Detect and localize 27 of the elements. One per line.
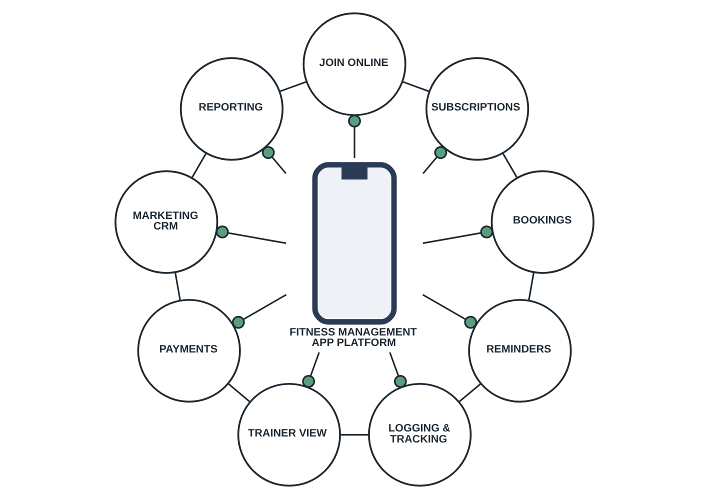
- connector: [279, 80, 306, 92]
- connector: [502, 152, 518, 178]
- connector: [174, 272, 180, 300]
- node-circle: BOOKINGS: [490, 170, 594, 274]
- connector: [227, 382, 250, 402]
- node-circle: TRAINER VIEW: [236, 382, 340, 486]
- connector: [528, 272, 534, 300]
- node-circle: REMINDERS: [468, 298, 572, 402]
- connector: [340, 433, 368, 436]
- connector: [231, 293, 286, 328]
- connector: [422, 293, 477, 328]
- connector: [422, 225, 493, 244]
- connector: [402, 80, 430, 92]
- connector: [302, 352, 320, 388]
- node-circle: MARKETING CRM: [114, 170, 218, 274]
- connector: [190, 152, 206, 178]
- connector: [348, 114, 360, 158]
- node-circle: PAYMENTS: [136, 298, 240, 402]
- node-circle: JOIN ONLINE: [302, 12, 406, 116]
- connector: [422, 146, 447, 174]
- node-box: [312, 162, 396, 324]
- connector: [458, 382, 481, 402]
- node-label: FITNESS MANAGEMENT APP PLATFORM: [289, 326, 416, 349]
- connector: [261, 146, 286, 174]
- connector: [215, 225, 286, 244]
- connector: [388, 352, 406, 388]
- node-circle: LOGGING & TRACKING: [368, 382, 472, 486]
